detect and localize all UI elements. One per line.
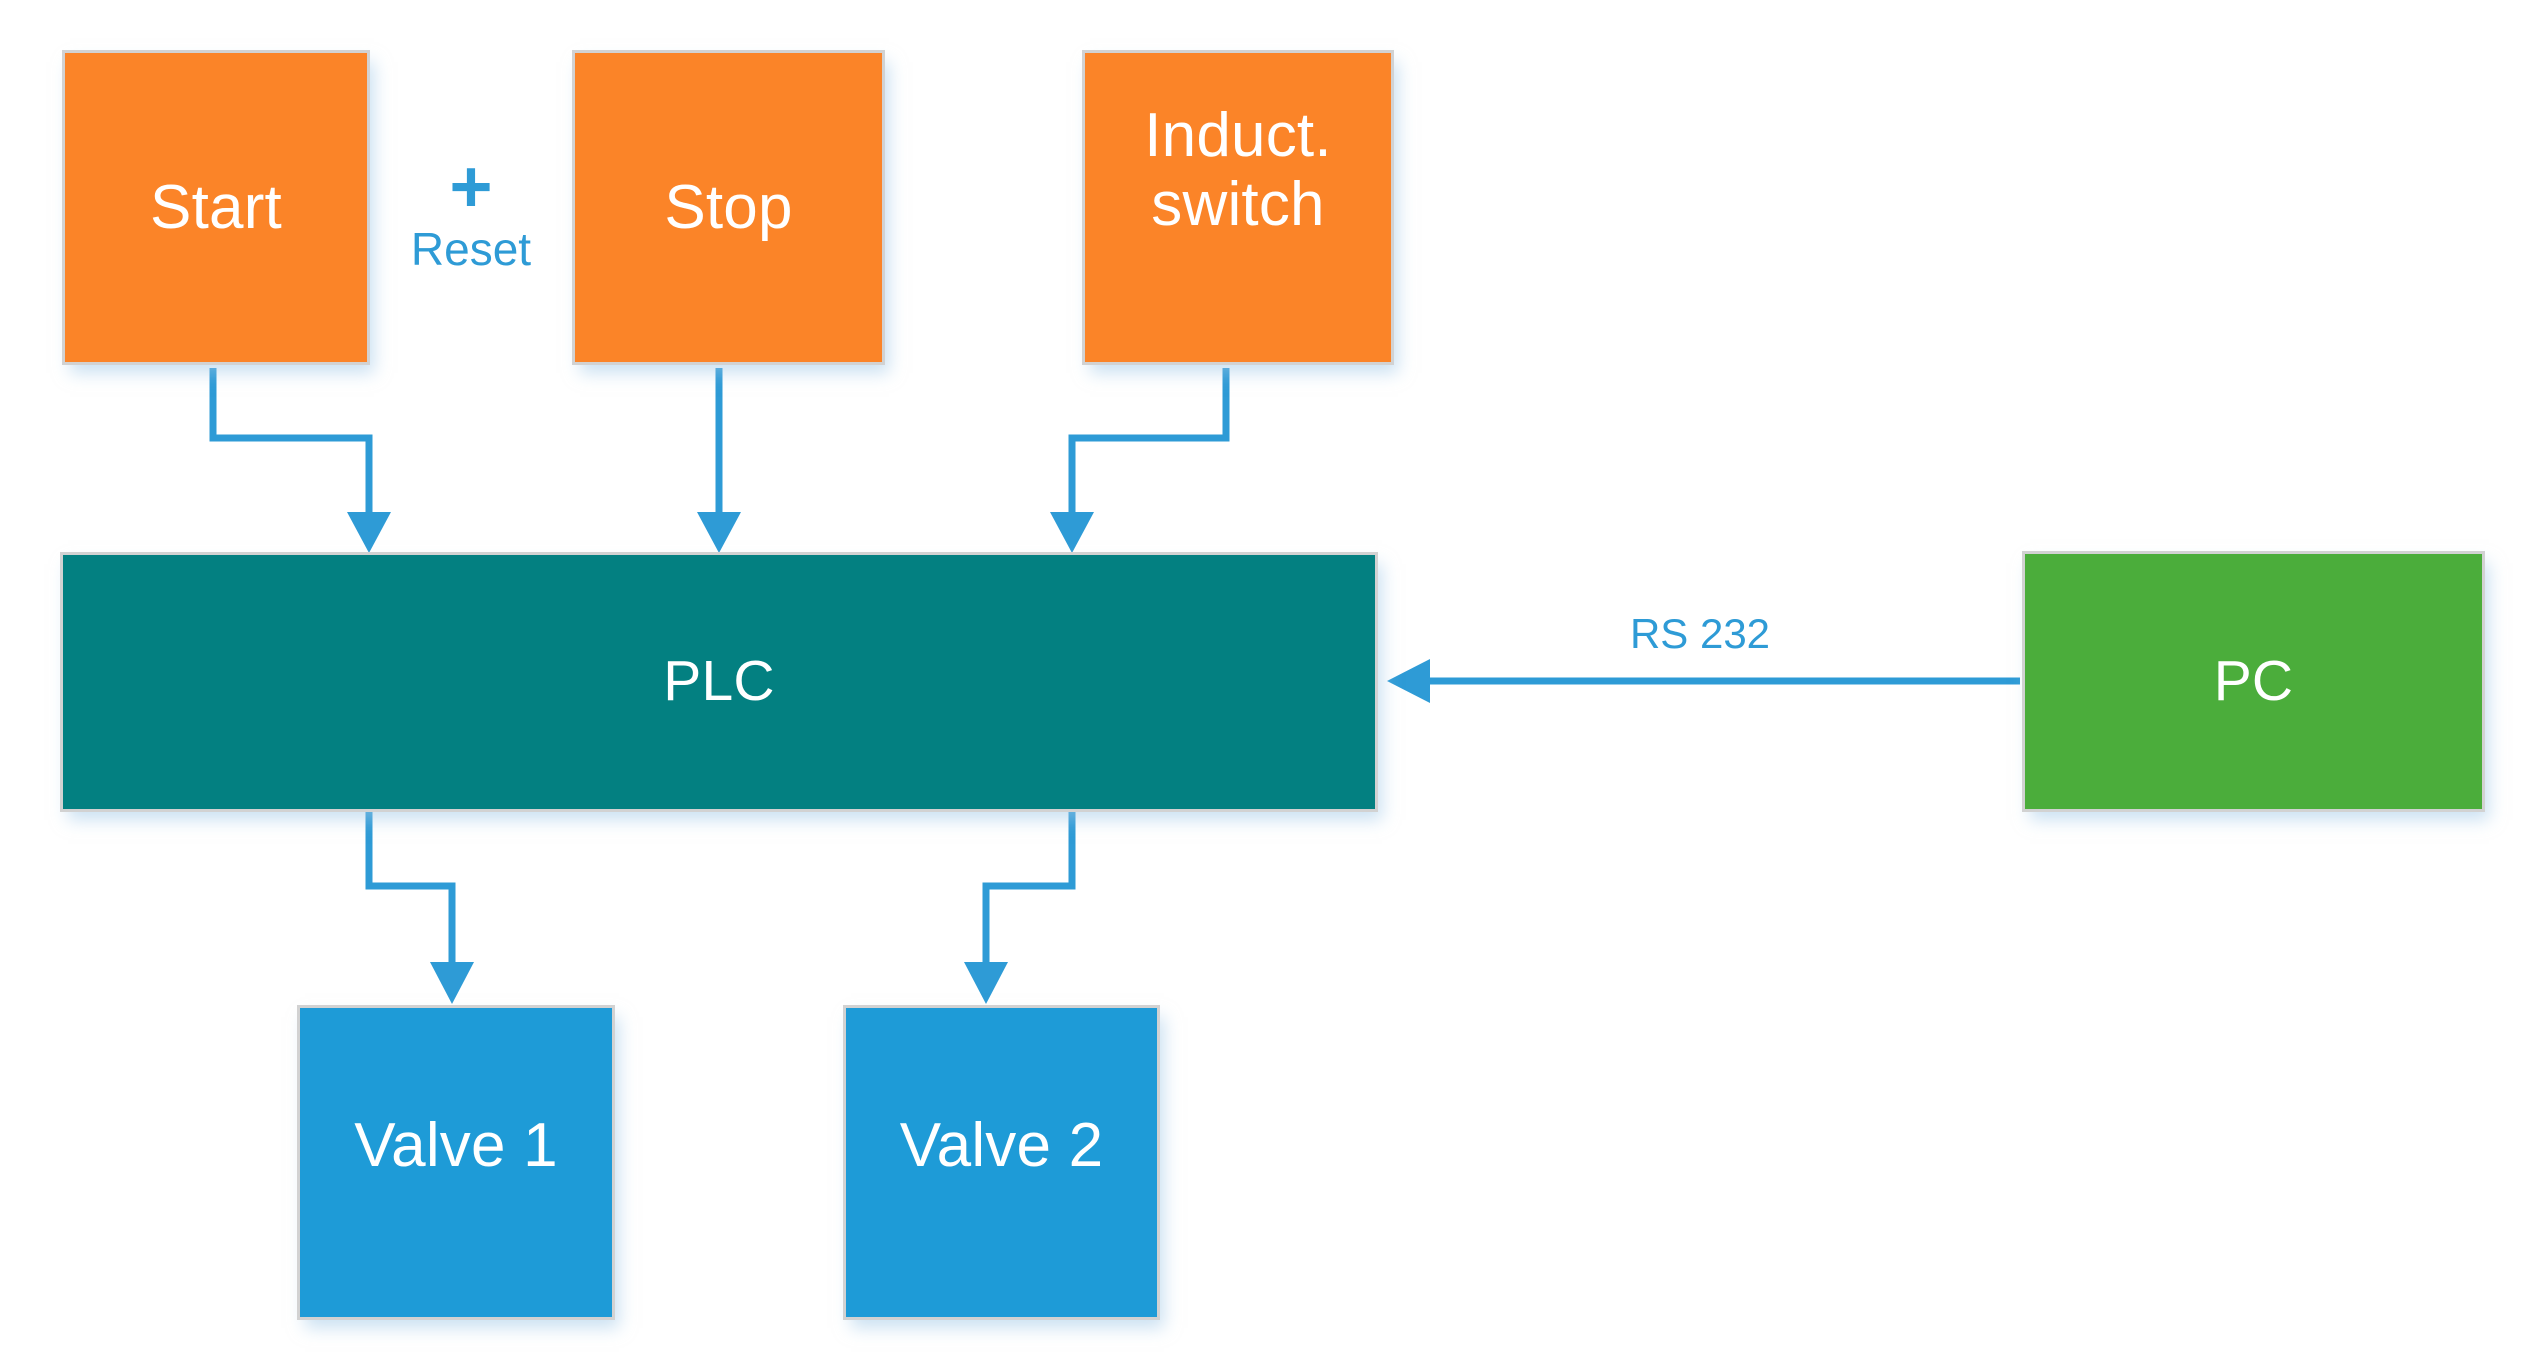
node-stop-label: Stop <box>664 172 793 242</box>
edge-pc-to-plc <box>1387 659 2020 703</box>
plus-reset-annotation: + Reset <box>382 145 560 275</box>
node-start-label: Start <box>150 172 282 242</box>
node-valve-2-label: Valve 2 <box>899 1111 1104 1180</box>
node-stop[interactable]: Stop <box>572 50 885 365</box>
node-valve-1-label: Valve 1 <box>354 1111 558 1180</box>
node-valve-2[interactable]: Valve 2 <box>843 1005 1160 1320</box>
node-pc-label: PC <box>2213 648 2294 713</box>
reset-annotation-label: Reset <box>410 222 532 275</box>
node-start[interactable]: Start <box>62 50 370 365</box>
node-inductive-switch-line2: switch <box>1151 170 1325 240</box>
node-inductive-switch[interactable]: Induct. switch <box>1082 50 1394 365</box>
edge-label-rs232: RS 232 <box>1629 610 1771 657</box>
node-valve-1[interactable]: Valve 1 <box>297 1005 615 1320</box>
plus-icon: + <box>449 145 493 228</box>
node-inductive-switch-label: Induct. switch <box>1085 101 1391 240</box>
edge-plc-to-valve1 <box>365 812 474 1004</box>
node-inductive-switch-line1: Induct. <box>1144 101 1332 170</box>
edge-stop-to-plc <box>697 368 741 553</box>
node-pc[interactable]: PC <box>2022 551 2485 812</box>
edge-start-to-plc <box>209 368 391 553</box>
edge-induct-to-plc <box>1050 368 1230 553</box>
edge-plc-to-valve2 <box>964 812 1076 1004</box>
node-plc-label: PLC <box>663 649 775 714</box>
node-plc[interactable]: PLC <box>60 552 1378 812</box>
